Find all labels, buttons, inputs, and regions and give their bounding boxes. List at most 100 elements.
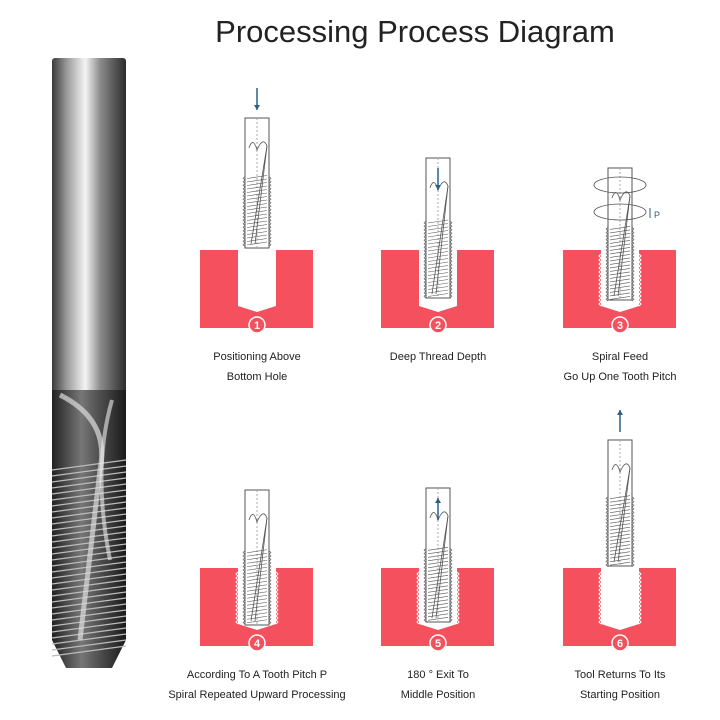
tool-thread [605, 247, 635, 253]
tool-thread [242, 619, 272, 625]
tool-thread [242, 199, 272, 205]
tool-thread [423, 282, 453, 288]
thread-mill-tool [242, 117, 272, 249]
tool-thread [423, 233, 453, 239]
tool-thread [423, 226, 453, 232]
workpiece-block [381, 568, 494, 646]
hole-thread [416, 583, 460, 589]
tool-thread [423, 554, 453, 560]
tool-thread [242, 227, 272, 233]
hole-thread [235, 579, 279, 585]
tool-thread [242, 559, 272, 565]
tool-thread [423, 575, 453, 581]
tool-thread [242, 615, 272, 621]
tool-thread [423, 557, 453, 563]
tool-thread [605, 229, 635, 235]
tool-thread [423, 247, 453, 253]
hole-thread [598, 261, 642, 267]
step-number: 2 [435, 320, 441, 332]
thread-line [51, 627, 127, 639]
caption-line: According To A Tooth Pitch P [186, 669, 328, 681]
hole-thread [416, 575, 460, 581]
step-number: 1 [254, 320, 260, 332]
tool-thread [423, 610, 453, 616]
tool-thread [242, 598, 272, 604]
tool-thread [423, 261, 453, 267]
tool-thread [423, 251, 453, 257]
hole-thread [235, 583, 279, 589]
tool-thread [242, 591, 272, 597]
thread-line [51, 501, 127, 513]
arrow-up-icon [435, 498, 441, 520]
hole-thread [598, 297, 642, 303]
caption-line: Go Up One Tooth Pitch [563, 371, 677, 383]
thread-line [51, 465, 127, 477]
hole-thread [416, 587, 460, 593]
hole-thread [598, 273, 642, 279]
hole-thread [235, 591, 279, 597]
tool-thread [605, 296, 635, 302]
thread-line [51, 603, 127, 615]
pitch-label: P [654, 210, 660, 220]
hole-thread [416, 611, 460, 617]
hole-thread [416, 571, 460, 577]
spiral-path [593, 203, 647, 221]
tool-thread [423, 617, 453, 623]
tool-thread [242, 594, 272, 600]
tool-thread [423, 240, 453, 246]
tool-thread [242, 178, 272, 184]
thread-mill-tool [423, 487, 453, 623]
step-number-badge [611, 634, 629, 652]
tool-thread [605, 502, 635, 508]
tool-thread [423, 578, 453, 584]
tool-thread [605, 498, 635, 504]
hole-thread [598, 611, 642, 617]
caption-line: Deep Thread Depth [389, 351, 487, 363]
thread-line [51, 645, 127, 657]
hole-thread [598, 277, 642, 283]
tool-thread [605, 278, 635, 284]
tool-thread [605, 275, 635, 281]
tool-thread [242, 210, 272, 216]
tool-thread [242, 238, 272, 244]
workpiece-block [200, 568, 313, 646]
hole-thread [598, 257, 642, 263]
tool-thread [605, 282, 635, 288]
tool-thread [423, 613, 453, 619]
thread-line [51, 597, 127, 609]
hole-thread [416, 595, 460, 601]
tool-thread [242, 213, 272, 219]
tool-thread [242, 224, 272, 230]
step-number: 6 [617, 638, 623, 650]
tool-thread [423, 268, 453, 274]
tool-thread [605, 558, 635, 564]
thread-line [51, 483, 127, 495]
hole-thread [598, 599, 642, 605]
step-3: P3 [563, 167, 676, 334]
hole-thread [235, 595, 279, 601]
tool-thread [605, 226, 635, 232]
step-number-badge [611, 316, 629, 334]
arrow-up-icon [617, 410, 623, 432]
hole-thread [235, 587, 279, 593]
tool-thread [605, 547, 635, 553]
tool-thread [423, 289, 453, 295]
tool-thread [423, 258, 453, 264]
thread-mill-tool [605, 439, 635, 567]
tool-thread [605, 254, 635, 260]
hole-thread [598, 301, 642, 307]
tool-thread [242, 182, 272, 188]
tool-thread [423, 564, 453, 570]
hole-thread [598, 607, 642, 613]
hole-thread [598, 289, 642, 295]
hole-thread [598, 615, 642, 621]
flute [435, 185, 449, 295]
tool-thread [242, 570, 272, 576]
hole-thread [598, 583, 642, 589]
step-number-badge [248, 634, 266, 652]
hole-thread [416, 615, 460, 621]
tool-thread [242, 217, 272, 223]
step-number-badge [248, 316, 266, 334]
